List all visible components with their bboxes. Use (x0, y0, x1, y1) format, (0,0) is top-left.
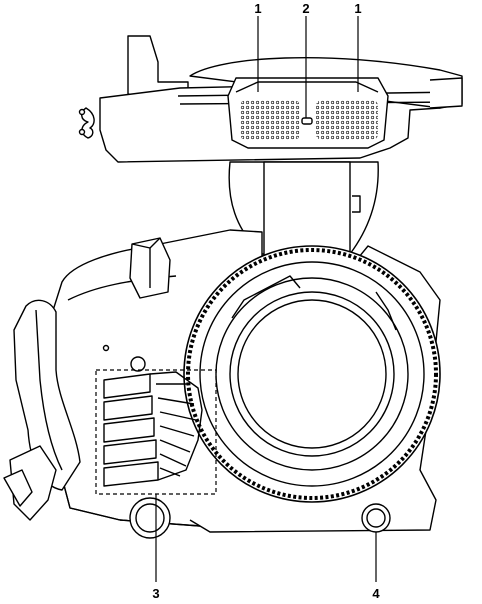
lens-assembly (183, 245, 441, 503)
handle-side-clip (78, 107, 95, 139)
body-top-nub (129, 237, 171, 299)
callout-3: 3 (152, 586, 159, 601)
air-intake-vent (103, 371, 203, 487)
callout-4: 4 (372, 586, 380, 601)
front-button-left (129, 497, 171, 539)
callout-2: 2 (302, 1, 309, 16)
hand-strap (3, 299, 81, 521)
front-button-right (361, 503, 391, 533)
callout-1-right: 1 (354, 1, 361, 16)
microphone-grille (227, 77, 389, 149)
callout-1-left: 1 (254, 1, 261, 16)
